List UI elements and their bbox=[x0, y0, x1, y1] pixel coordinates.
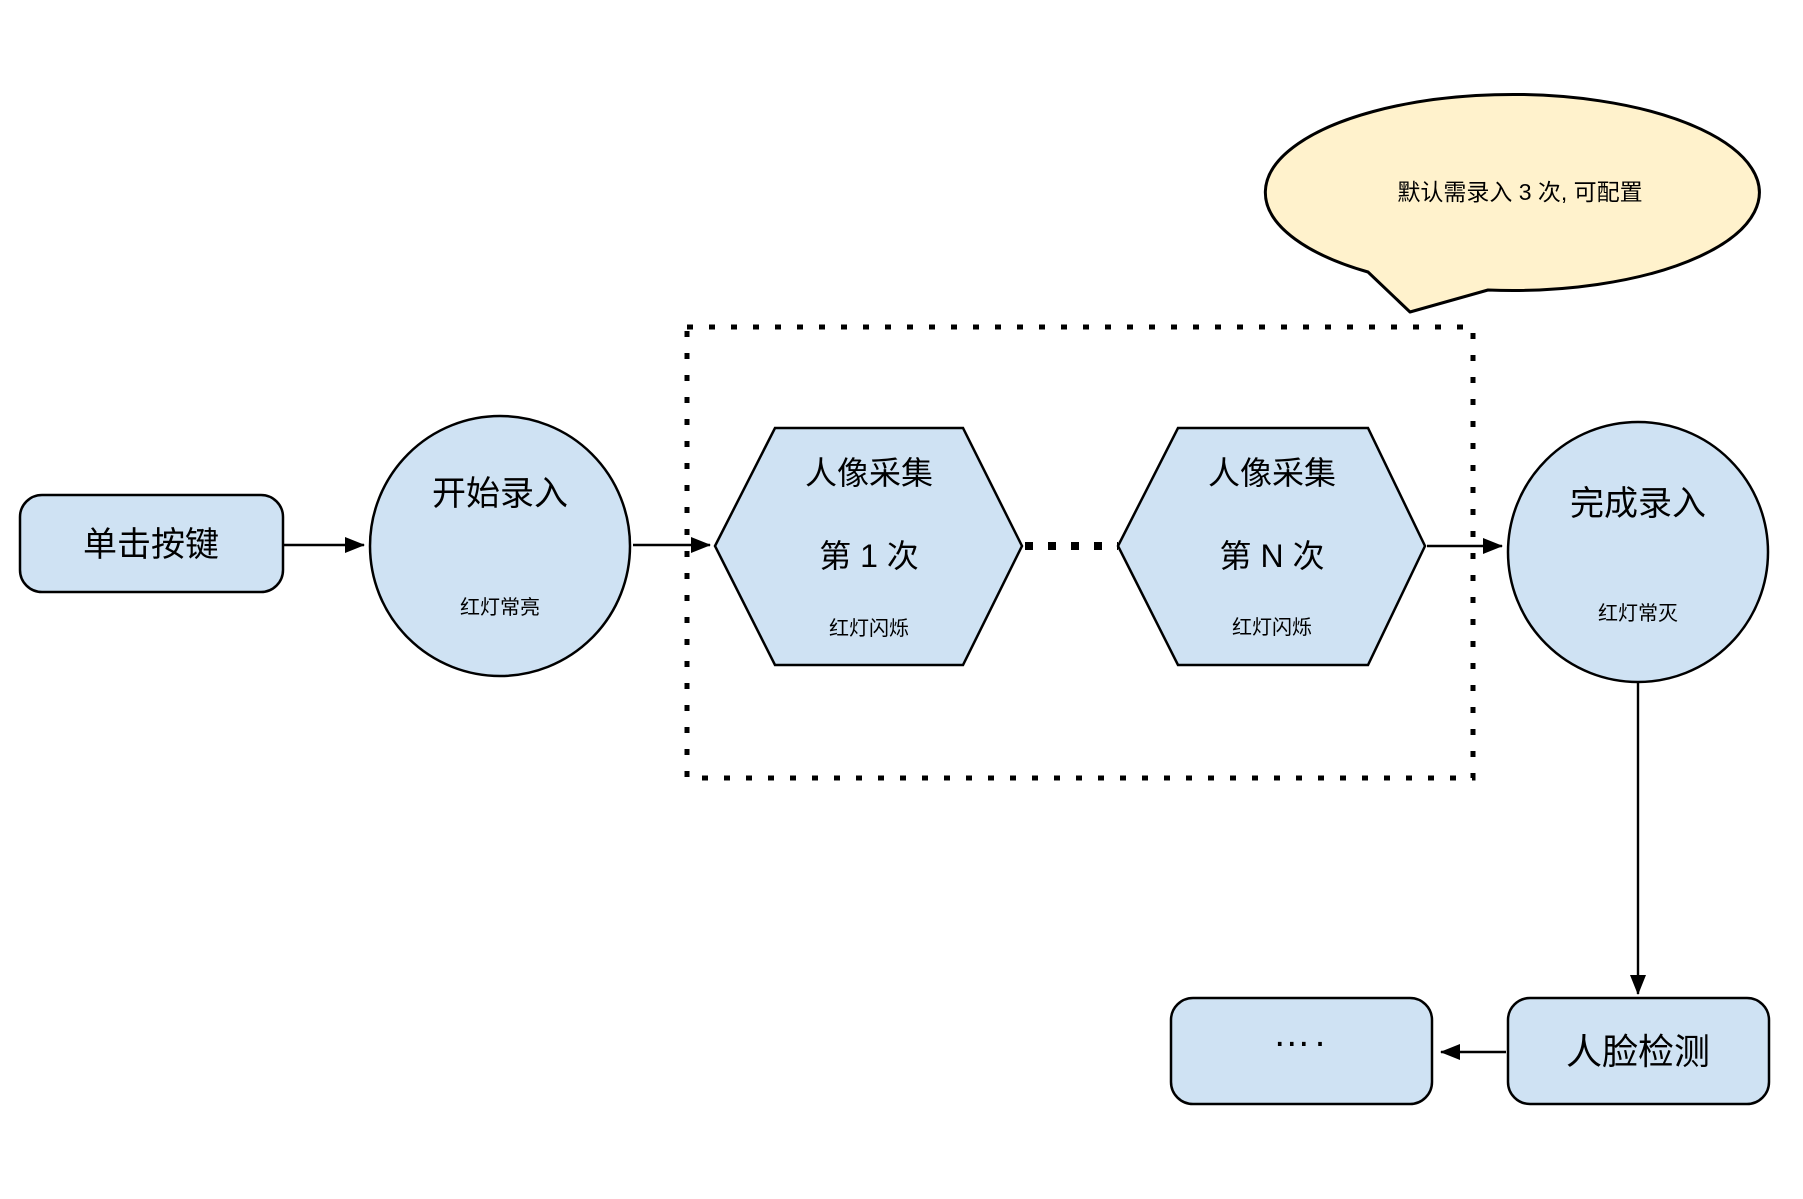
finish-record-sublabel: 红灯常灭 bbox=[1598, 602, 1678, 625]
start-record-circle bbox=[368, 414, 632, 678]
node-face-detection: 人脸检测 bbox=[1506, 996, 1771, 1106]
face-detection-rect bbox=[1506, 996, 1771, 1106]
node-capture-first: 人像采集 第 1 次 红灯闪烁 bbox=[713, 426, 1024, 667]
node-capture-nth: 人像采集 第 N 次 红灯闪烁 bbox=[1116, 426, 1427, 667]
capture-nth-line1: 人像采集 bbox=[1208, 455, 1336, 491]
start-button-rect bbox=[18, 493, 285, 594]
capture-first-line2: 第 1 次 bbox=[819, 538, 919, 574]
capture-nth-line2: 第 N 次 bbox=[1220, 538, 1325, 574]
start-record-sublabel: 红灯常亮 bbox=[460, 596, 540, 619]
start-button-label: 单击按键 bbox=[83, 526, 219, 564]
finish-record-circle bbox=[1506, 420, 1770, 684]
continuation-label: …. bbox=[1273, 1013, 1330, 1055]
capture-first-hexagon bbox=[713, 426, 1024, 667]
node-start-record: 开始录入 红灯常亮 bbox=[368, 414, 632, 678]
capture-first-line1: 人像采集 bbox=[805, 455, 933, 491]
callout-bubble-shape bbox=[1263, 92, 1761, 314]
capture-nth-hexagon bbox=[1116, 426, 1427, 667]
capture-nth-sublabel: 红灯闪烁 bbox=[1232, 616, 1312, 639]
continuation-rect bbox=[1169, 996, 1434, 1106]
node-start-button: 单击按键 bbox=[18, 493, 285, 594]
finish-record-label: 完成录入 bbox=[1570, 485, 1706, 523]
callout-text: 默认需录入 3 次, 可配置 bbox=[1397, 179, 1642, 205]
node-finish-record: 完成录入 红灯常灭 bbox=[1506, 420, 1770, 684]
callout-bubble: 默认需录入 3 次, 可配置 bbox=[1263, 92, 1761, 314]
capture-first-sublabel: 红灯闪烁 bbox=[829, 617, 909, 640]
face-detection-label: 人脸检测 bbox=[1566, 1031, 1710, 1072]
repeat-region-dotted-box bbox=[684, 324, 1476, 781]
node-continuation: …. bbox=[1169, 996, 1434, 1106]
start-record-label: 开始录入 bbox=[432, 475, 568, 513]
